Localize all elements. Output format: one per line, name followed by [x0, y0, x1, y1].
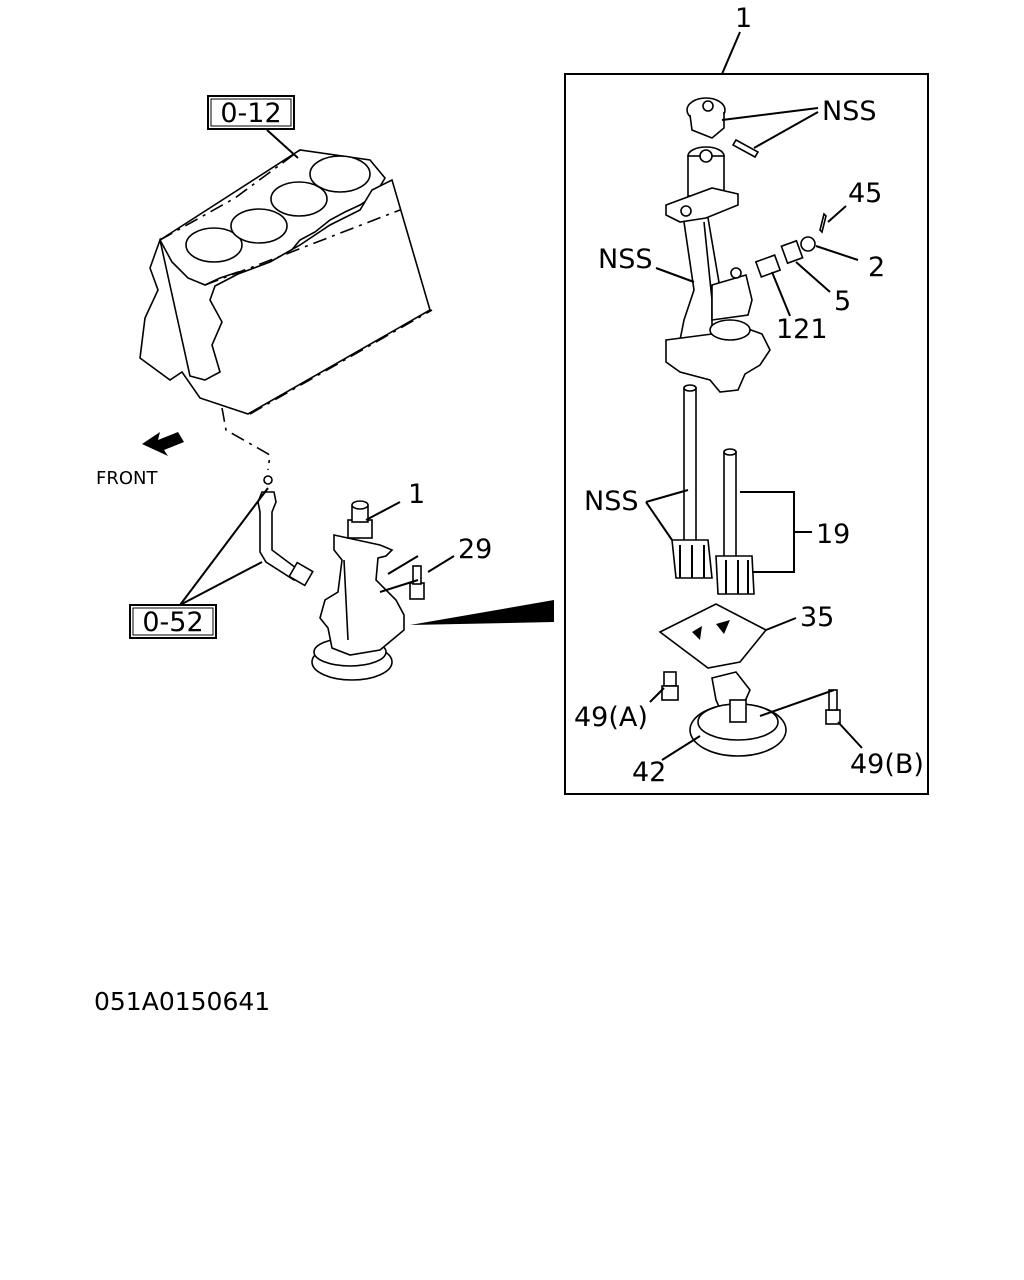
callout-49a: 49(A) [574, 702, 648, 733]
callout-45: 45 [848, 178, 882, 209]
front-label: FRONT [96, 468, 158, 489]
small-oil-pump-drawing [257, 491, 554, 681]
ref-box-pipe: 0-52 [129, 487, 269, 639]
exploded-view-frame [564, 31, 929, 795]
engine-block-drawing [139, 129, 433, 485]
front-arrow-icon [142, 432, 184, 456]
exploded-parts-drawing [645, 97, 863, 761]
ref-pipe-label: 0-52 [142, 607, 203, 638]
callout-121: 121 [776, 314, 828, 345]
drawing-code: 051A0150641 [94, 987, 270, 1016]
callout-42: 42 [632, 757, 666, 788]
callout-35: 35 [800, 602, 834, 633]
callout-1-top: 1 [735, 3, 752, 34]
callout-2: 2 [868, 252, 885, 283]
callout-nss-shafts: NSS [584, 486, 638, 517]
callout-29: 29 [458, 534, 492, 565]
ref-block-label: 0-12 [220, 98, 281, 129]
callout-19: 19 [816, 519, 850, 550]
callout-1-left: 1 [408, 479, 425, 510]
callout-5: 5 [834, 286, 851, 317]
callout-nss-body: NSS [598, 244, 652, 275]
callout-nss-gear: NSS [822, 96, 876, 127]
callout-49b: 49(B) [850, 749, 924, 780]
ref-box-block: 0-12 [207, 95, 295, 130]
